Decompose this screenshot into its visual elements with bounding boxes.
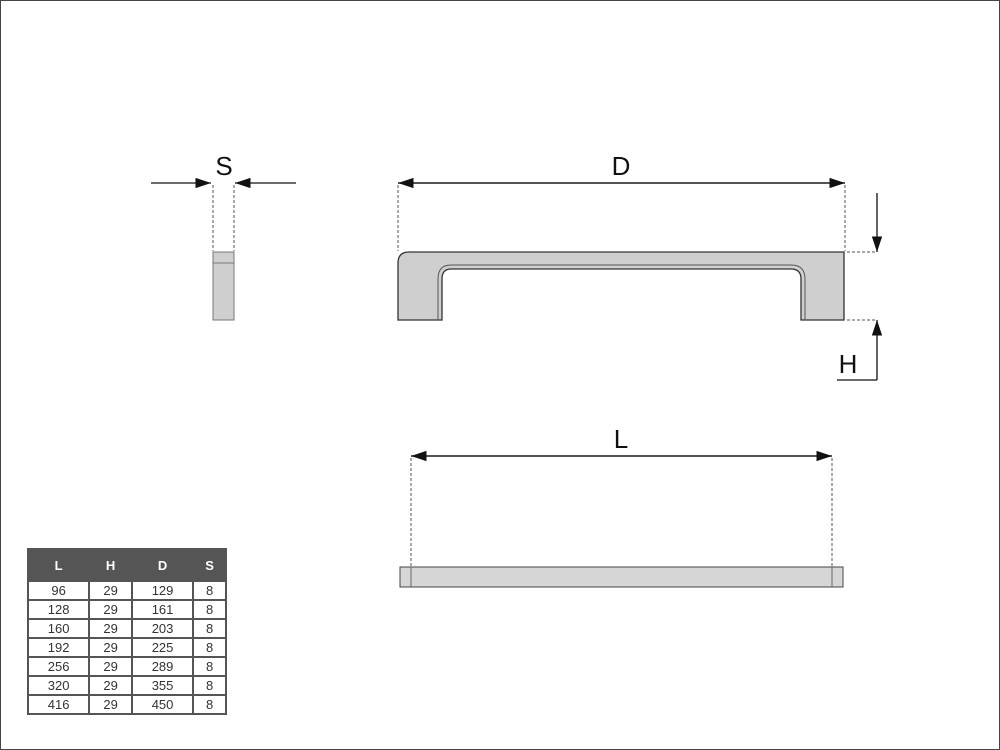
table-cell: 29 bbox=[88, 675, 133, 696]
header-s: S bbox=[192, 548, 227, 582]
table-cell: 8 bbox=[192, 694, 227, 715]
table-cell: 129 bbox=[130, 580, 195, 601]
header-d: D bbox=[130, 548, 195, 582]
table-cell: 225 bbox=[130, 637, 195, 658]
header-l: L bbox=[26, 548, 91, 582]
table-cell: 192 bbox=[26, 637, 91, 658]
table-cell: 416 bbox=[26, 694, 91, 715]
table-cell: 29 bbox=[88, 580, 133, 601]
l-label: L bbox=[614, 424, 628, 454]
table-cell: 8 bbox=[192, 580, 227, 601]
table-cell: 289 bbox=[130, 656, 195, 677]
table-cell: 29 bbox=[88, 694, 133, 715]
header-h: H bbox=[88, 548, 133, 582]
table-cell: 8 bbox=[192, 656, 227, 677]
h-label: H bbox=[839, 349, 858, 379]
d-label: D bbox=[612, 151, 631, 181]
table-cell: 128 bbox=[26, 599, 91, 620]
side-view: S bbox=[151, 151, 296, 321]
table-cell: 160 bbox=[26, 618, 91, 639]
table-cell: 320 bbox=[26, 675, 91, 696]
table-cell: 8 bbox=[192, 675, 227, 696]
table-cell: 8 bbox=[192, 599, 227, 620]
table-cell: 355 bbox=[130, 675, 195, 696]
table-cell: 29 bbox=[88, 599, 133, 620]
table-cell: 161 bbox=[130, 599, 195, 620]
table-cell: 203 bbox=[130, 618, 195, 639]
table-cell: 29 bbox=[88, 637, 133, 658]
front-view: D H bbox=[397, 151, 883, 381]
table-cell: 8 bbox=[192, 618, 227, 639]
top-view: L bbox=[399, 424, 844, 588]
table-cell: 450 bbox=[130, 694, 195, 715]
table-cell: 29 bbox=[88, 618, 133, 639]
s-label: S bbox=[215, 151, 232, 181]
table-cell: 8 bbox=[192, 637, 227, 658]
table-cell: 256 bbox=[26, 656, 91, 677]
table-cell: 96 bbox=[26, 580, 91, 601]
table-cell: 29 bbox=[88, 656, 133, 677]
